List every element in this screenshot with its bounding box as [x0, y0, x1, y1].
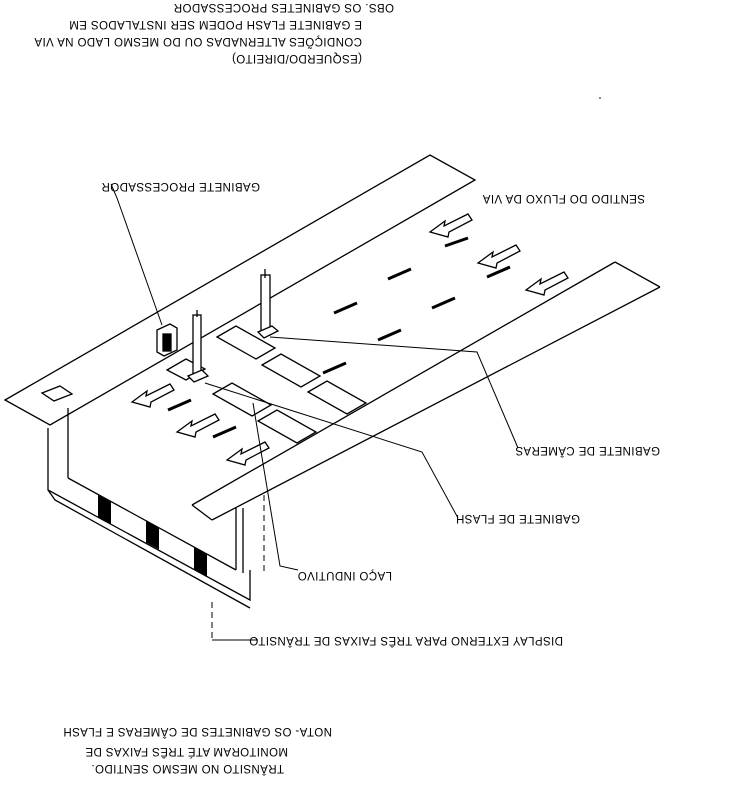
label-gabinete-cameras: GABINETE DE CÂMERAS	[515, 444, 660, 457]
label-sentido-fluxo: SENTIDO DO FLUXO DA VIA	[482, 192, 645, 204]
label-display-externo: DISPLAY EXTERNO PARA TRÊS FAIXAS DE TRÂN…	[249, 634, 563, 647]
nota-line-3: NOTA- OS GABINETES DE CÂMERAS E FLASH	[63, 725, 332, 738]
obs-line-1: (ESQUERDO/DIREITO)	[232, 52, 362, 64]
obs-line-4: OBS. OS GABINETES PROCESSADOR	[173, 1, 394, 13]
road-slab-lower	[50, 180, 660, 510]
flow-arrows	[130, 213, 569, 466]
flash-pole	[186, 310, 210, 383]
obs-line-3: E GABINETE FLASH PODEM SER INSTALADOS EM	[69, 18, 362, 30]
leader-lines	[110, 183, 519, 641]
nota-line-1: TRÂNSITO NO MESMO SENTIDO.	[91, 762, 284, 775]
lane-markings	[167, 236, 511, 439]
nota-line-2: MONITORAM ATÉ TRÊS FAIXAS DE	[85, 745, 288, 758]
camera-pole	[256, 269, 280, 339]
side-wall	[40, 385, 251, 609]
external-displays	[98, 495, 207, 577]
stray-mark	[599, 97, 601, 99]
road-slab	[3, 154, 477, 426]
label-laco-indutivo: LAÇO INDUTIVO	[297, 569, 392, 581]
inductive-loops	[165, 325, 368, 444]
nota-note: TRÂNSITO NO MESMO SENTIDO. MONITORAM ATÉ…	[63, 725, 332, 775]
label-gabinete-flash: GABINETE DE FLASH	[456, 512, 580, 524]
obs-note: (ESQUERDO/DIREITO) CONDIÇÕES ALTERNADAS …	[34, 1, 394, 64]
obs-line-2: CONDIÇÕES ALTERNADAS OU DO MESMO LADO NA…	[34, 35, 362, 48]
processor-cabinet	[156, 323, 178, 357]
label-gabinete-processador: GABINETE PROCESSADOR	[101, 180, 260, 192]
